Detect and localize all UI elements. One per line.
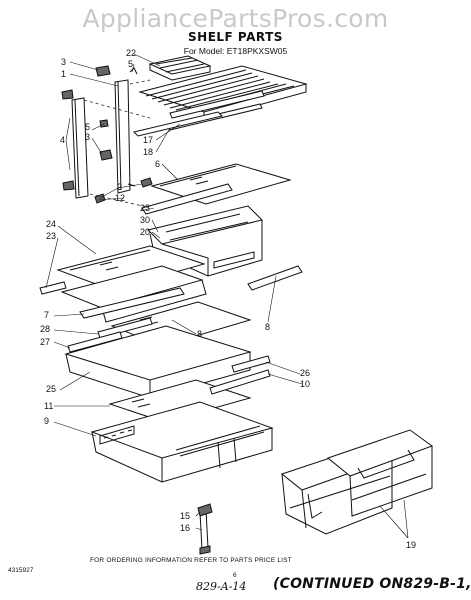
crisper-cover-shelf <box>108 369 271 423</box>
callout-label: 19 <box>406 540 416 550</box>
callout-label: 28 <box>40 324 50 334</box>
continued-note: (CONTINUED ON829-B-1, <box>273 576 471 592</box>
handwritten-reference: 829-A-14 <box>196 580 247 593</box>
callout-label: 15 <box>180 511 190 521</box>
callout-label: 4 <box>60 135 65 145</box>
support-leg <box>197 503 213 555</box>
wire-shelf <box>133 55 308 137</box>
callout-label: 8 <box>265 322 270 332</box>
document-number: 4315927 <box>8 567 34 574</box>
callout-label: 23 <box>46 231 56 241</box>
callout-label: 12 <box>115 193 125 203</box>
callout-label: 11 <box>44 401 53 411</box>
shelf-clips <box>61 65 153 204</box>
page-title: SHELF PARTS <box>188 30 283 44</box>
callout-label: 22 <box>126 48 136 58</box>
shelf-rail-left <box>71 79 131 199</box>
callout-label: 24 <box>46 219 56 229</box>
crisper-drawers <box>280 429 434 535</box>
callout-label: 7 <box>44 310 49 320</box>
model-number: For Model: ET18PKXSW05 <box>183 46 288 56</box>
callout-label: 20 <box>140 227 150 237</box>
callout-label: 3 <box>85 132 90 142</box>
callout-label: 5 <box>128 59 133 69</box>
callout-label: 27 <box>40 337 50 347</box>
callout-label: 26 <box>300 368 310 378</box>
page-number: 6 <box>233 572 237 579</box>
callout-label: 3 <box>61 57 66 67</box>
glass-shelf-upper <box>141 163 292 215</box>
callout-label: 23 <box>140 203 150 213</box>
rail-rod-right <box>247 265 303 291</box>
callout-label: 1 <box>61 69 66 79</box>
crisper-drawer-upper <box>147 205 263 277</box>
callout-label: 17 <box>143 135 153 145</box>
watermark: AppliancePartsPros.com <box>82 4 389 33</box>
callout-label: 8 <box>197 329 202 339</box>
callout-label: 5 <box>85 122 90 132</box>
callout-label: 10 <box>300 379 310 389</box>
ordering-note: FOR ORDERING INFORMATION REFER TO PARTS … <box>90 557 292 564</box>
callout-label: 9 <box>44 416 49 426</box>
callout-label: 2 <box>117 182 122 192</box>
callout-label: 6 <box>155 159 160 169</box>
callout-label: 18 <box>143 147 153 157</box>
glass-shelf-middle <box>39 245 207 323</box>
callout-label: 30 <box>140 215 150 225</box>
callout-label: 25 <box>46 384 56 394</box>
callout-label: 16 <box>180 523 190 533</box>
glass-shelf-lower <box>64 301 271 399</box>
crisper-frame <box>90 401 274 483</box>
leader-lines <box>45 53 409 539</box>
